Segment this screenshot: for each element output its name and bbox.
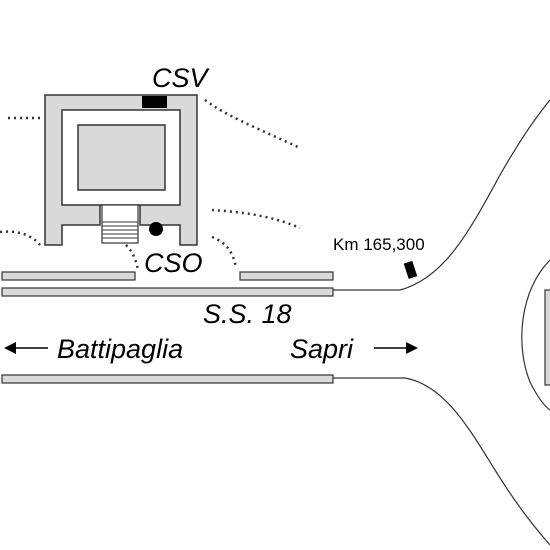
embankment-marks xyxy=(0,98,301,271)
road-label: S.S. 18 xyxy=(203,299,292,329)
road-strip-upper-left xyxy=(1,271,136,281)
cso-label: CSO xyxy=(144,248,203,278)
direction-right-label: Sapri xyxy=(290,334,354,364)
km-marker xyxy=(403,260,418,279)
road-strip-lower xyxy=(1,374,334,384)
road-edges xyxy=(333,99,550,546)
road-strip-upper-right xyxy=(239,271,334,281)
building xyxy=(44,94,198,246)
building-inner-block xyxy=(77,124,166,191)
direction-left-label: Battipaglia xyxy=(57,334,183,364)
csv-label: CSV xyxy=(152,63,211,93)
arrow-left-icon xyxy=(4,342,48,354)
direction-right: Sapri xyxy=(290,334,418,364)
csv-marker xyxy=(142,96,167,108)
staircase xyxy=(101,204,139,244)
arrow-right-icon xyxy=(374,342,418,354)
direction-left: Battipaglia xyxy=(4,334,183,364)
road-ss18 xyxy=(1,271,334,384)
cso-marker xyxy=(149,222,163,236)
road-strip-main xyxy=(1,287,334,297)
km-marker-label: Km 165,300 xyxy=(333,235,425,254)
